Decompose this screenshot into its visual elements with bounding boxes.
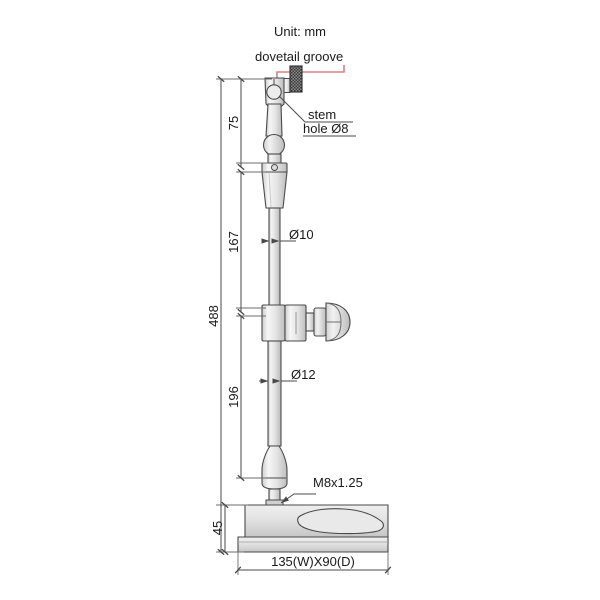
callout-stem-hole-label: hole Ø8	[303, 121, 349, 136]
stem-hole-circle	[266, 84, 282, 100]
callout-thread-label: M8x1.25	[313, 475, 363, 490]
dimension-base-45-label: 45	[210, 521, 225, 535]
dimension-base-footprint	[234, 552, 392, 575]
magnetic-base	[237, 504, 389, 553]
dimension-top-75-label: 75	[226, 116, 241, 130]
callout-dovetail-groove-label: dovetail groove	[255, 49, 343, 64]
dimension-upper-rod-167-label: 167	[226, 231, 241, 253]
middle-cross-clamp	[261, 302, 351, 342]
upper-swivel-clamp	[261, 162, 288, 209]
ball-joint	[262, 133, 286, 157]
upper-rod-dia10	[268, 207, 281, 309]
leader-dovetail-groove	[276, 65, 345, 80]
dia12-label: Ø12	[291, 367, 316, 382]
knurled-screw-head	[289, 65, 303, 93]
dimension-base-footprint-label: 135(W)X90(D)	[271, 554, 355, 569]
leader-thread-m8	[280, 493, 316, 504]
dimension-lower-rod-196-label: 196	[226, 386, 241, 408]
dimension-overall-488-label: 488	[206, 305, 221, 327]
dia10-label: Ø10	[289, 227, 314, 242]
bottom-pivot-housing	[261, 445, 288, 506]
fine-adjust-arm	[262, 103, 286, 165]
leader-stem-hole	[278, 95, 356, 137]
callout-stem-label: stem	[308, 107, 336, 122]
lower-rod-dia12	[267, 340, 282, 447]
unit-note: Unit: mm	[274, 24, 326, 39]
